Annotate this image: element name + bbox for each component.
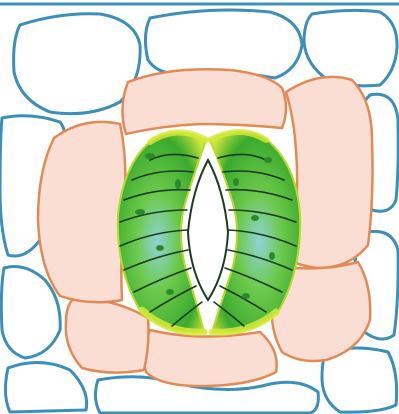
chloroplast [156,245,164,251]
epidermal-cell-top-middle [145,10,302,78]
subsidiary-cell-left [38,122,125,302]
chloroplast [145,153,155,159]
chloroplast [269,252,275,260]
subsidiary-cell-top [122,69,286,134]
subsidiary-cell-bottom [144,330,277,386]
epidermal-cell-top-left [14,14,141,114]
chloroplast [175,179,181,189]
chloroplast [264,157,272,163]
chloroplast [251,215,259,221]
chloroplast [242,293,250,299]
chloroplast [233,178,239,186]
chloroplast [166,289,174,295]
chloroplast [135,209,145,215]
